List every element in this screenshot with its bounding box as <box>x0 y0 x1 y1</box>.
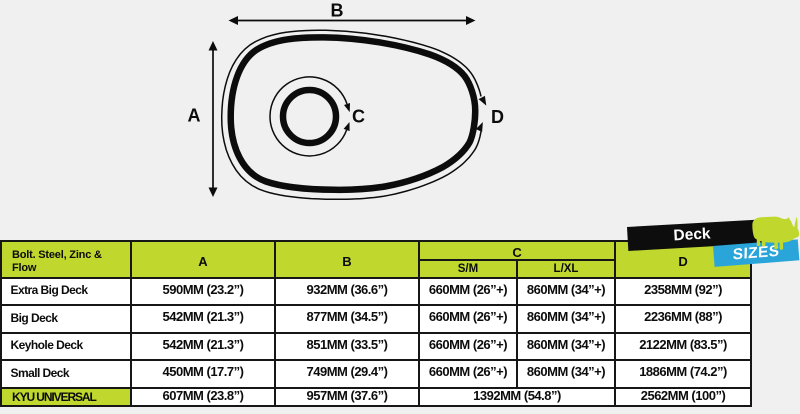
svg-text:A: A <box>188 106 201 126</box>
svg-text:B: B <box>331 1 344 21</box>
svg-text:C: C <box>352 107 365 127</box>
svg-text:D: D <box>491 107 504 127</box>
